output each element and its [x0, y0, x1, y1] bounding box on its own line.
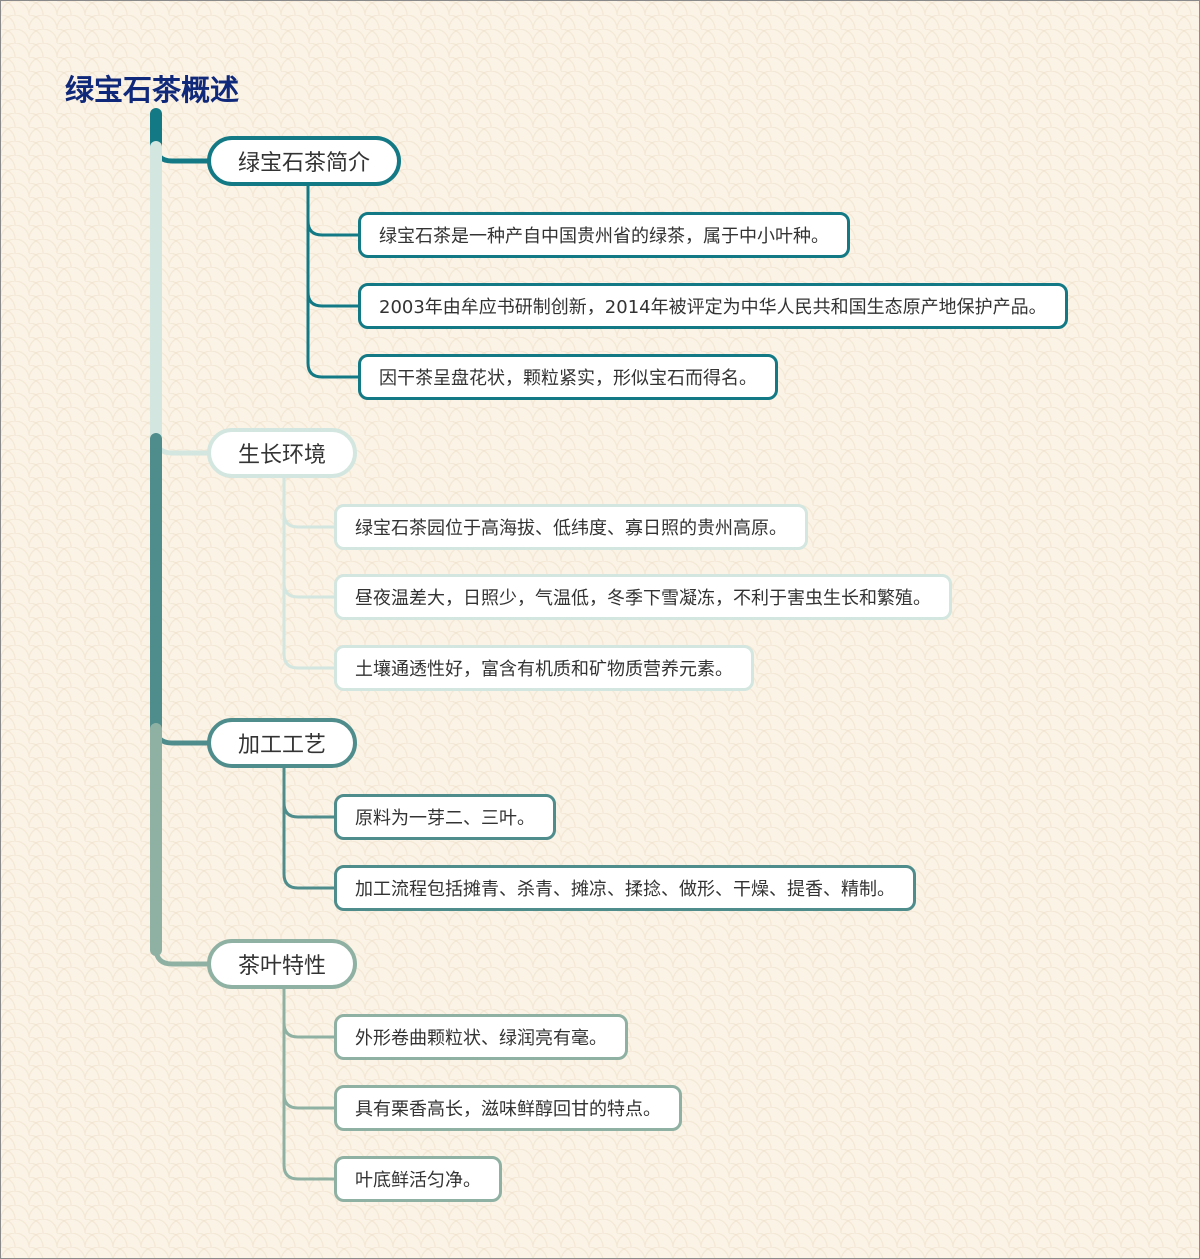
leaf-connector-1-3	[306, 184, 362, 379]
leaf-characteristics-2[interactable]: 具有栗香高长，滋味鲜醇回甘的特点。	[334, 1085, 682, 1131]
leaf-intro-1[interactable]: 绿宝石茶是一种产自中国贵州省的绿茶，属于中小叶种。	[358, 212, 850, 258]
leaf-connector-1-1	[306, 184, 362, 237]
branch-connector-1	[153, 142, 212, 164]
branch-connector-3	[153, 724, 212, 746]
leaf-connector-3-2	[282, 766, 338, 890]
branch-connector-4	[153, 945, 212, 967]
leaf-characteristics-1[interactable]: 外形卷曲颗粒状、绿润亮有毫。	[334, 1014, 628, 1060]
leaf-environment-1[interactable]: 绿宝石茶园位于高海拔、低纬度、寡日照的贵州高原。	[334, 504, 808, 550]
topic-processing[interactable]: 加工工艺	[207, 718, 358, 768]
topic-environment[interactable]: 生长环境	[207, 428, 358, 478]
topic-intro[interactable]: 绿宝石茶简介	[207, 136, 402, 186]
branch-connector-2	[153, 434, 212, 456]
leaf-connector-3-1	[282, 766, 338, 819]
leaf-connector-2-2	[282, 476, 338, 599]
leaf-connector-2-1	[282, 476, 338, 529]
leaf-environment-3[interactable]: 土壤通透性好，富含有机质和矿物质营养元素。	[334, 645, 754, 691]
leaf-processing-1[interactable]: 原料为一芽二、三叶。	[334, 794, 556, 840]
leaf-connector-4-2	[282, 987, 338, 1110]
leaf-connector-4-1	[282, 987, 338, 1039]
leaf-connector-1-2	[306, 184, 362, 308]
leaf-connector-2-3	[282, 476, 338, 670]
leaf-environment-2[interactable]: 昼夜温差大，日照少，气温低，冬季下雪凝冻，不利于害虫生长和繁殖。	[334, 574, 952, 620]
leaf-connector-4-3	[282, 987, 338, 1181]
topic-characteristics[interactable]: 茶叶特性	[207, 939, 358, 989]
leaf-processing-2[interactable]: 加工流程包括摊青、杀青、摊凉、揉捻、做形、干燥、提香、精制。	[334, 865, 916, 911]
leaf-intro-2[interactable]: 2003年由牟应书研制创新，2014年被评定为中华人民共和国生态原产地保护产品。	[358, 283, 1068, 329]
leaf-intro-3[interactable]: 因干茶呈盘花状，颗粒紧实，形似宝石而得名。	[358, 354, 778, 400]
root-title[interactable]: 绿宝石茶概述	[65, 73, 240, 107]
leaf-characteristics-3[interactable]: 叶底鲜活匀净。	[334, 1156, 502, 1202]
